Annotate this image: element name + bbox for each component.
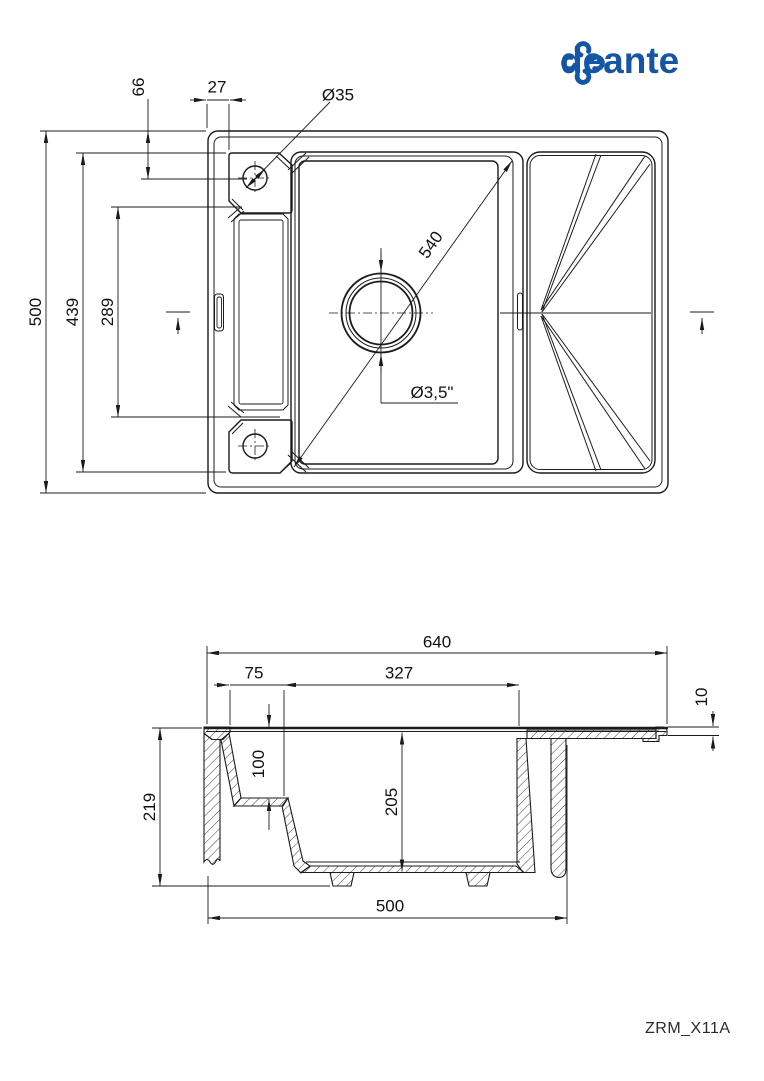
svg-text:66: 66 bbox=[129, 78, 148, 97]
section-view: 640 75 327 10 219 bbox=[140, 633, 719, 924]
drainboard bbox=[500, 151, 656, 474]
left-wall-section bbox=[203, 732, 221, 865]
bowl bbox=[287, 151, 524, 474]
svg-text:10: 10 bbox=[692, 688, 711, 707]
svg-text:500: 500 bbox=[376, 897, 404, 916]
dim-overall-width: 640 bbox=[206, 633, 668, 724]
svg-text:439: 439 bbox=[63, 298, 82, 326]
dim-overall-depth: 219 bbox=[140, 727, 330, 887]
foot-pad-right bbox=[465, 871, 491, 887]
svg-text:289: 289 bbox=[98, 298, 117, 326]
mounting-clip-left bbox=[214, 293, 224, 332]
ledge-slope-section bbox=[220, 731, 242, 808]
bowl-right-wall-section bbox=[516, 737, 536, 874]
deante-logo: deante bbox=[560, 40, 679, 82]
centerline-mark-right bbox=[690, 311, 714, 334]
top-view: Ø3,5" 500 bbox=[26, 78, 714, 494]
dim-bowl-depth: 205 bbox=[382, 732, 405, 872]
centerline-mark-left bbox=[166, 311, 190, 334]
dim-bowl-opening-width: 327 bbox=[283, 664, 520, 796]
dim-ledge-depth: 100 bbox=[249, 704, 272, 830]
svg-text:540: 540 bbox=[415, 228, 447, 262]
dim-ledge-width: 75 bbox=[214, 664, 284, 725]
dim-rim-width: 27 bbox=[190, 78, 246, 150]
svg-text:205: 205 bbox=[382, 788, 401, 816]
svg-text:640: 640 bbox=[423, 633, 451, 652]
support-wall-section bbox=[550, 737, 567, 879]
right-rim-profile bbox=[642, 726, 668, 743]
sink-inner-rim bbox=[213, 136, 663, 488]
dim-tap-hole-offset: 66 bbox=[129, 78, 247, 180]
svg-text:100: 100 bbox=[249, 750, 268, 778]
svg-text:500: 500 bbox=[26, 298, 45, 326]
tap-panel-channel bbox=[227, 206, 289, 418]
tap-panel-top bbox=[228, 152, 293, 214]
deante-logo-icon bbox=[560, 41, 606, 86]
svg-text:75: 75 bbox=[245, 664, 264, 683]
dim-base-width: 500 bbox=[207, 745, 568, 924]
dim-bowl-diagonal: 540 bbox=[293, 160, 513, 468]
drainboard-slab-section bbox=[526, 729, 657, 740]
bowl-floor-section bbox=[299, 865, 526, 874]
svg-text:219: 219 bbox=[140, 793, 159, 821]
drain: Ø3,5" bbox=[329, 248, 458, 404]
sink-outer-edge bbox=[207, 130, 669, 494]
dim-rim-height: 10 bbox=[668, 688, 719, 751]
model-code-label: ZRM_X11A bbox=[645, 1020, 731, 1037]
dim-recess-height: 289 bbox=[98, 206, 280, 418]
dim-drain-diameter: Ø3,5" bbox=[411, 383, 454, 402]
svg-text:27: 27 bbox=[208, 78, 227, 97]
foot-pad-left bbox=[329, 871, 355, 887]
recess-floor-section bbox=[232, 797, 289, 807]
step-wall-section bbox=[281, 796, 311, 874]
tap-panel-bottom bbox=[228, 419, 293, 474]
dim-tap-hole-diameter: Ø35 bbox=[245, 86, 354, 189]
svg-text:327: 327 bbox=[385, 664, 413, 683]
svg-text:Ø35: Ø35 bbox=[322, 86, 354, 105]
mounting-clip-divider bbox=[517, 292, 523, 331]
dim-overall-height: 500 bbox=[26, 130, 206, 494]
dim-panel-height: 439 bbox=[63, 152, 226, 473]
